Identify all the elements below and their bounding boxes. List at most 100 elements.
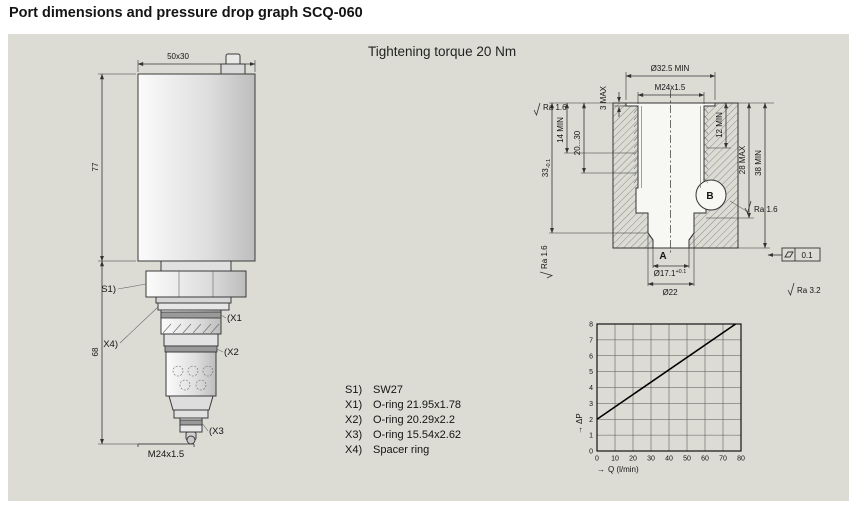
valve-body: [137, 73, 256, 262]
callout-x4: X4): [103, 306, 159, 350]
legend-key: X3): [345, 429, 363, 441]
svg-text:0.1: 0.1: [801, 251, 813, 260]
y-tick-label: 1: [589, 433, 593, 440]
y-tick-label: 7: [589, 337, 593, 344]
svg-text:M24x1.5: M24x1.5: [655, 83, 686, 92]
dim-3-max: 3 MAX: [599, 85, 626, 117]
ra-face-mark: Ra 1.6: [533, 102, 567, 117]
legend-value: O-ring 20.29x2.2: [373, 414, 455, 426]
legend-row: X2) O-ring 20.29x2.2: [345, 413, 461, 428]
surface-finish-icon: [787, 282, 795, 297]
thread-marks-left: [633, 107, 639, 184]
dim-77-label: 77: [91, 162, 100, 171]
svg-text:14 MIN: 14 MIN: [556, 117, 565, 143]
cross-hole: [195, 379, 207, 391]
svg-text:M24x1.5: M24x1.5: [148, 449, 184, 460]
flatness-frame: 0.1: [767, 247, 821, 262]
svg-text:33-0.1: 33-0.1: [541, 159, 552, 177]
svg-text:(X1: (X1: [227, 313, 242, 324]
flatness-icon: [784, 251, 794, 258]
valve-neck: [160, 260, 232, 272]
label-port-b: B: [706, 191, 713, 202]
dim-50x30-label: 50x30: [167, 52, 189, 61]
valve-mid-section: [163, 333, 219, 347]
torque-note: Tightening torque 20 Nm: [368, 44, 517, 59]
x-tick-label: 10: [611, 456, 619, 463]
valve-taper: [168, 395, 214, 411]
svg-text:28 MAX: 28 MAX: [738, 145, 747, 174]
x-tick-label: 30: [647, 456, 655, 463]
svg-text:Ra 1.6: Ra 1.6: [754, 205, 778, 214]
valve-drawing: 50x30 77 68: [91, 52, 256, 460]
y-axis-label: →ΔP: [575, 413, 584, 434]
y-tick-label: 0: [589, 449, 593, 456]
legend-key: S1): [345, 384, 363, 396]
x-axis-arrow-icon: →: [597, 465, 605, 474]
surface-finish-icon: [533, 102, 541, 117]
valve-washer: [155, 296, 232, 304]
svg-text:(X2: (X2: [224, 347, 239, 358]
ra-right-mark: Ra 1.6: [729, 200, 778, 215]
dim-dia-17-1: Ø17.1+0.1: [652, 248, 690, 278]
page-title: Port dimensions and pressure drop graph …: [9, 5, 363, 21]
svg-text:Ø32.5 MIN: Ø32.5 MIN: [651, 64, 690, 73]
surface-finish-icon: [539, 271, 554, 279]
valve-hex-nut: [145, 270, 247, 298]
ra-bore-mark: Ra 1.6: [539, 245, 554, 279]
svg-text:38 MIN: 38 MIN: [754, 150, 763, 176]
y-tick-label: 8: [589, 322, 593, 329]
content-panel: Tightening torque 20 Nm 50x30: [8, 34, 849, 501]
svg-text:12 MIN: 12 MIN: [715, 112, 724, 138]
dim-33: 33-0.1: [541, 102, 648, 234]
dim-77: 77: [91, 73, 136, 262]
dim-28-max: 28 MAX: [706, 102, 754, 219]
label-port-a: A: [659, 251, 666, 262]
svg-text:3 MAX: 3 MAX: [599, 85, 608, 110]
x-tick-label: 60: [701, 456, 709, 463]
svg-text:Ra 3.2: Ra 3.2: [797, 286, 821, 295]
cross-hole: [179, 379, 191, 391]
valve-spacer-ring: [157, 302, 230, 311]
svg-text:20...30: 20...30: [573, 130, 582, 155]
svg-text:S1): S1): [101, 284, 116, 295]
oring-legend: S1) SW27 X1) O-ring 21.95x1.78 X2) O-ring 2…: [345, 383, 461, 458]
dim-12-min: 12 MIN: [706, 102, 731, 149]
cross-hole: [202, 365, 214, 377]
x-tick-label: 70: [719, 456, 727, 463]
legend-row: X1) O-ring 21.95x1.78: [345, 398, 461, 413]
oring-x2: [164, 345, 218, 353]
dim-68-label: 68: [91, 347, 100, 356]
svg-text:Ø22: Ø22: [662, 288, 678, 297]
legend-value: O-ring 21.95x1.78: [373, 399, 462, 411]
chart-grid: [597, 324, 741, 451]
valve-cartridge: [165, 351, 217, 397]
valve-collar: [173, 409, 209, 419]
legend-key: X2): [345, 414, 363, 426]
chart-border: [596, 323, 742, 452]
thread-marks-right: [703, 107, 709, 184]
legend-value: SW27: [373, 384, 403, 396]
dim-dia-32-5: Ø32.5 MIN: [625, 64, 716, 100]
legend-key: X4): [345, 444, 363, 456]
dim-14-min: 14 MIN: [556, 102, 636, 154]
y-tick-label: 5: [589, 369, 593, 376]
y-tick-label: 4: [589, 385, 593, 392]
y-tick-label: 3: [589, 401, 593, 408]
x-tick-label: 20: [629, 456, 637, 463]
legend-key: X1): [345, 399, 363, 411]
valve-thread-label: M24x1.5: [137, 443, 195, 460]
y-axis-arrow-icon: →: [575, 426, 584, 434]
port-drawing: Ø32.5 MIN M24x1.5 3 MAX 14 MIN 20...30: [533, 64, 821, 297]
cross-hole: [172, 365, 184, 377]
legend-row: X3)O-ring 15.54x2.62: [345, 428, 461, 443]
x-tick-label: 50: [683, 456, 691, 463]
callout-s1: S1): [101, 283, 147, 295]
y-tick-label: 6: [589, 353, 593, 360]
ra-bottom-mark: Ra 3.2: [787, 282, 821, 297]
surface-finish-icon: [744, 200, 752, 215]
callout-x2: (X2: [216, 347, 239, 358]
callout-x1: (X1: [220, 313, 242, 324]
